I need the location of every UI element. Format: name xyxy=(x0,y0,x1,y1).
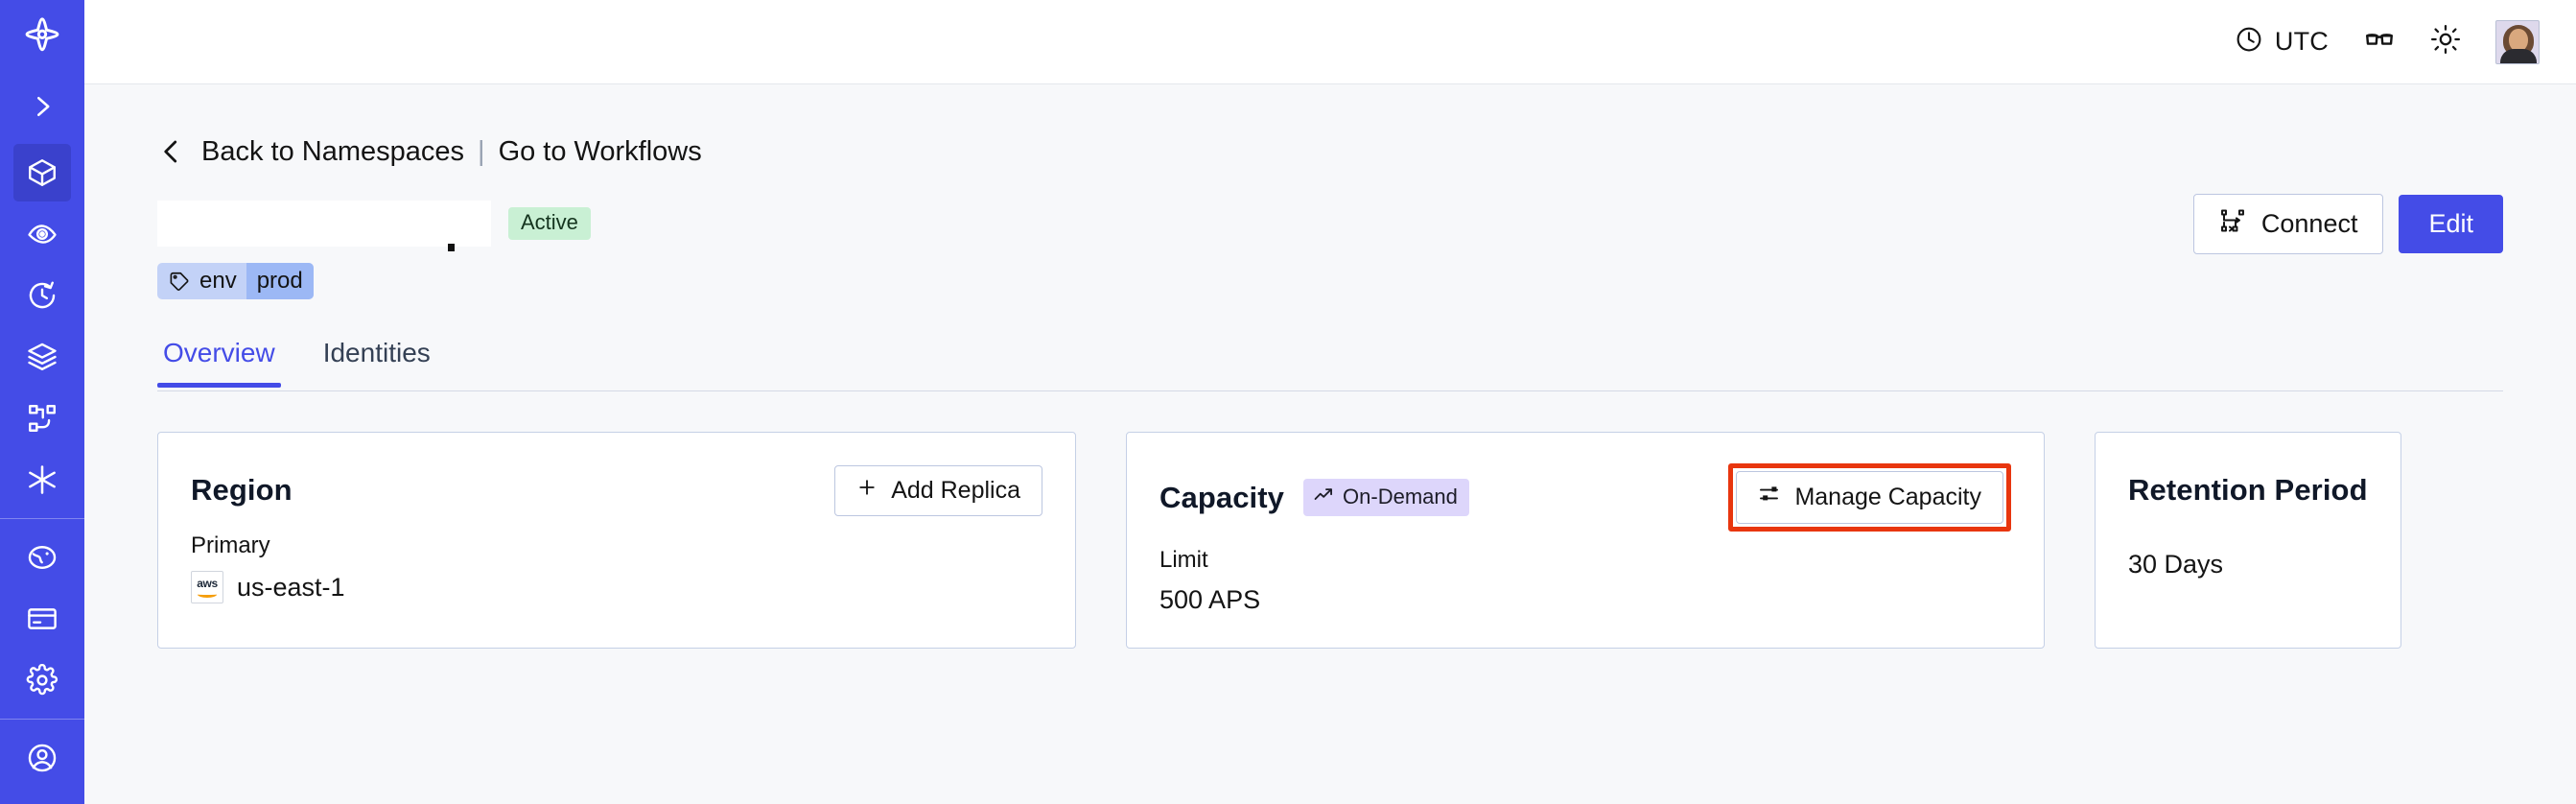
edit-button[interactable]: Edit xyxy=(2399,194,2503,253)
status-badge: Active xyxy=(508,207,591,240)
plus-icon xyxy=(856,477,878,505)
tab-identities[interactable]: Identities xyxy=(322,338,431,367)
account-circle-icon xyxy=(26,742,59,774)
sidebar-item-observability[interactable] xyxy=(13,205,71,263)
cube-icon xyxy=(26,156,59,189)
sidebar-item-usage[interactable] xyxy=(13,529,71,586)
connect-button[interactable]: Connect xyxy=(2192,193,2384,254)
capacity-mode-label: On-Demand xyxy=(1343,485,1458,508)
region-primary-value: us-east-1 xyxy=(237,572,345,602)
topbar-actions: UTC xyxy=(2235,19,2540,64)
namespace-actions: Connect Edit xyxy=(2192,193,2503,254)
trending-up-icon xyxy=(1313,485,1334,509)
timezone-label: UTC xyxy=(2274,27,2329,56)
capacity-card-action: Manage Capacity xyxy=(1728,463,2011,532)
aws-smile xyxy=(198,591,217,598)
theme-toggle-button[interactable] xyxy=(2430,24,2461,59)
breadcrumb: Back to Namespaces | Go to Workflows xyxy=(157,130,2503,173)
asterisk-icon xyxy=(25,462,59,497)
topbar: UTC xyxy=(84,0,2576,84)
retention-card: Retention Period 30 Days xyxy=(2095,432,2401,649)
avatar-body xyxy=(2500,48,2537,63)
chevron-right-icon xyxy=(28,92,57,121)
namespace-tags: env prod xyxy=(157,263,2503,299)
tag-icon xyxy=(169,271,190,292)
manage-capacity-label: Manage Capacity xyxy=(1794,484,1981,510)
retention-card-title: Retention Period xyxy=(2128,473,2368,507)
manage-capacity-button[interactable]: Manage Capacity xyxy=(1736,471,2003,524)
tag-value: prod xyxy=(246,263,314,299)
chevron-left-icon[interactable] xyxy=(157,135,186,168)
namespace-name xyxy=(157,201,491,247)
breadcrumb-separator: | xyxy=(478,135,485,167)
sidebar-item-billing[interactable] xyxy=(13,590,71,648)
sidebar xyxy=(0,0,84,804)
sidebar-item-schedules[interactable] xyxy=(13,267,71,324)
nodes-icon xyxy=(26,402,59,435)
capacity-limit-value: 500 APS xyxy=(1159,585,1261,614)
sidebar-divider-bottom xyxy=(0,719,84,720)
clock-icon xyxy=(2235,25,2263,59)
region-card-action: Add Replica xyxy=(834,464,1042,516)
reading-mode-button[interactable] xyxy=(2363,23,2396,60)
capacity-card-header: Capacity On-Demand xyxy=(1159,463,2011,532)
sidebar-item-account[interactable] xyxy=(13,729,71,787)
gear-icon xyxy=(26,664,59,697)
sidebar-expand-button[interactable] xyxy=(0,71,84,142)
retention-value: 30 Days xyxy=(2128,550,2224,579)
region-card-title: Region xyxy=(191,473,293,507)
connect-button-label: Connect xyxy=(2260,208,2358,238)
tab-bar: Overview Identities xyxy=(157,336,2503,391)
add-replica-label: Add Replica xyxy=(891,476,1020,504)
highlight-annotation: Manage Capacity xyxy=(1728,463,2011,532)
region-primary-label: Primary xyxy=(191,532,270,558)
main-area: UTC xyxy=(84,0,2576,804)
timezone-selector[interactable]: UTC xyxy=(2235,25,2329,59)
sun-icon xyxy=(2430,24,2461,59)
retention-card-header: Retention Period xyxy=(2128,463,2368,517)
sidebar-item-settings[interactable] xyxy=(13,651,71,709)
sidebar-item-namespaces[interactable] xyxy=(13,144,71,201)
tag-chip-env[interactable]: env prod xyxy=(157,263,314,299)
capacity-card-title: Capacity xyxy=(1159,480,1285,514)
tag-key: env xyxy=(199,268,237,294)
sliders-icon xyxy=(1758,483,1781,512)
namespace-title-row: Active xyxy=(157,193,2503,254)
temporal-logo-icon xyxy=(22,15,62,56)
avatar[interactable] xyxy=(2495,19,2540,64)
credit-card-icon xyxy=(26,603,59,635)
region-primary-value-row: aws us-east-1 xyxy=(191,571,1042,603)
tab-overview[interactable]: Overview xyxy=(157,336,281,388)
temporal-logo[interactable] xyxy=(0,0,84,71)
globe-icon xyxy=(26,541,59,574)
add-replica-button[interactable]: Add Replica xyxy=(834,464,1042,516)
avatar-face xyxy=(2509,28,2528,52)
aws-wordmark: aws xyxy=(197,576,218,590)
capacity-card: Capacity On-Demand xyxy=(1126,432,2045,649)
region-card: Region Add Replica xyxy=(157,432,1076,649)
overview-cards: Region Add Replica xyxy=(157,432,2503,649)
sidebar-item-batch-operations[interactable] xyxy=(13,328,71,386)
aws-logo-icon: aws xyxy=(191,571,223,603)
go-to-workflows-link[interactable]: Go to Workflows xyxy=(498,135,702,167)
capacity-mode-badge: On-Demand xyxy=(1303,479,1469,516)
sidebar-divider-top xyxy=(0,518,84,519)
capacity-limit-label: Limit xyxy=(1159,547,1208,573)
eye-icon xyxy=(26,218,59,250)
region-card-header: Region Add Replica xyxy=(191,463,1042,517)
sidebar-item-workflows[interactable] xyxy=(13,390,71,447)
page-content: Back to Namespaces | Go to Workflows Act… xyxy=(84,84,2576,804)
redaction-artifact xyxy=(448,244,455,251)
connect-flow-icon xyxy=(2219,207,2246,241)
layers-icon xyxy=(26,341,59,373)
back-to-namespaces-link[interactable]: Back to Namespaces xyxy=(201,135,465,167)
sidebar-item-nexus[interactable] xyxy=(13,451,71,508)
history-icon xyxy=(26,279,59,312)
breadcrumb-text: Back to Namespaces | Go to Workflows xyxy=(201,136,702,168)
edit-button-label: Edit xyxy=(2428,208,2473,238)
glasses-icon xyxy=(2363,23,2396,60)
